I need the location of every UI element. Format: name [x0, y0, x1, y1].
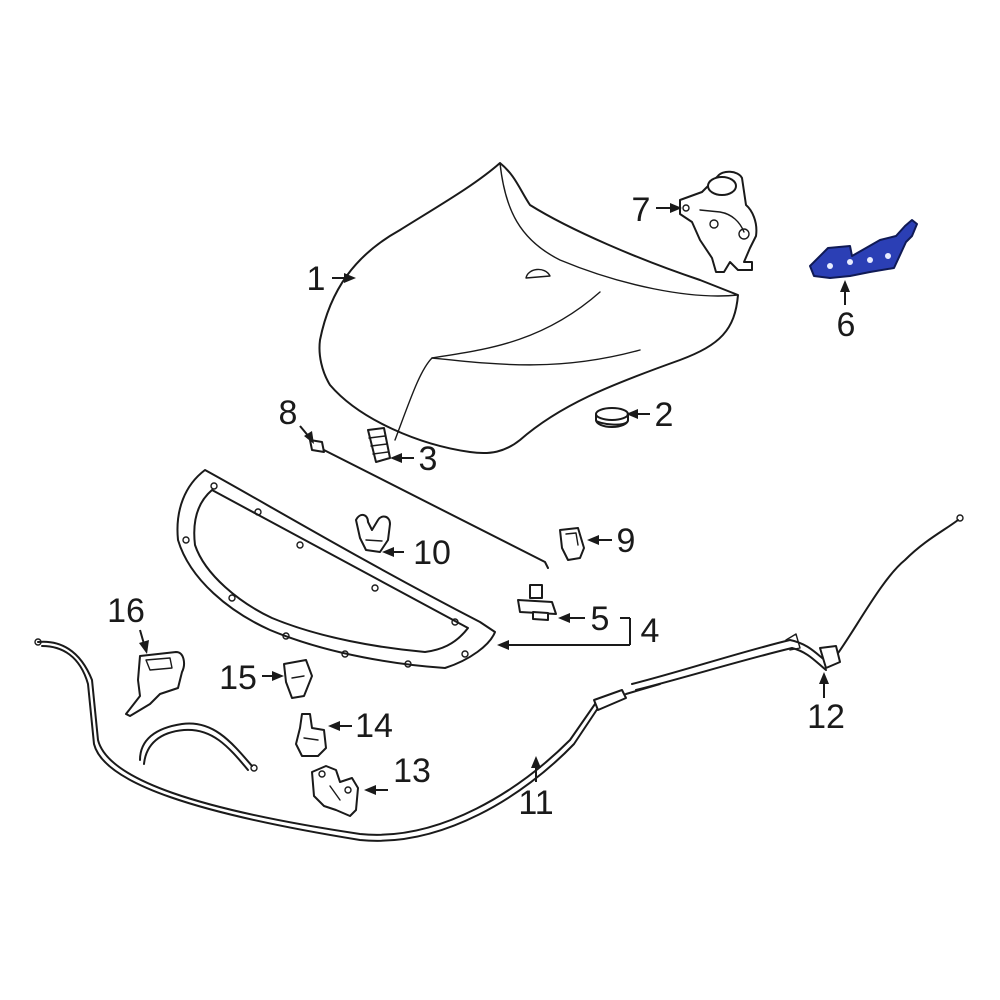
prop-rod-retainer[interactable] — [559, 527, 585, 561]
hood-panel[interactable] — [318, 162, 739, 455]
callout-labels: 1 2 3 4 5 6 7 8 9 10 11 12 13 14 15 16 — [107, 191, 855, 822]
callout-13: 13 — [393, 752, 431, 790]
callout-10: 10 — [413, 534, 451, 572]
callout-leaders — [139, 203, 850, 795]
callout-6: 6 — [837, 306, 856, 344]
callout-11: 11 — [518, 784, 553, 822]
hood-bumper[interactable] — [595, 407, 629, 428]
hood-hinge-highlighted[interactable] — [809, 219, 918, 279]
hood-release-handle[interactable] — [125, 651, 185, 717]
hinge-bolt-hole — [867, 257, 873, 263]
hood-seal-frame[interactable] — [176, 469, 496, 669]
prop-rod[interactable] — [309, 439, 549, 569]
hood-hinge[interactable] — [679, 170, 758, 273]
callout-5: 5 — [591, 600, 610, 638]
callout-8: 8 — [279, 394, 298, 432]
hinge-bolt-hole — [885, 253, 891, 259]
hinge-bolt-hole — [847, 259, 853, 265]
release-cable[interactable] — [34, 638, 661, 842]
callout-15: 15 — [219, 659, 257, 697]
callout-14: 14 — [355, 707, 393, 745]
prop-rod-holder[interactable] — [355, 514, 391, 553]
callout-16: 16 — [107, 592, 145, 630]
callout-2: 2 — [655, 396, 674, 434]
callout-12: 12 — [807, 698, 845, 736]
hood-stopper[interactable] — [367, 427, 391, 463]
hood-latch[interactable] — [311, 765, 359, 817]
hinge-bolt-hole — [827, 263, 833, 269]
callout-3: 3 — [419, 440, 438, 478]
seal-clip[interactable] — [517, 584, 557, 621]
secondary-cable[interactable] — [631, 514, 964, 691]
latch-cover[interactable] — [283, 659, 313, 699]
callout-9: 9 — [617, 522, 636, 560]
latch-bracket[interactable] — [295, 713, 327, 757]
frame-clip-holes — [182, 482, 469, 668]
hinge-bracket-highlight — [809, 219, 918, 279]
callout-1: 1 — [307, 260, 326, 298]
callout-4: 4 — [641, 612, 660, 650]
callout-7: 7 — [632, 191, 651, 229]
